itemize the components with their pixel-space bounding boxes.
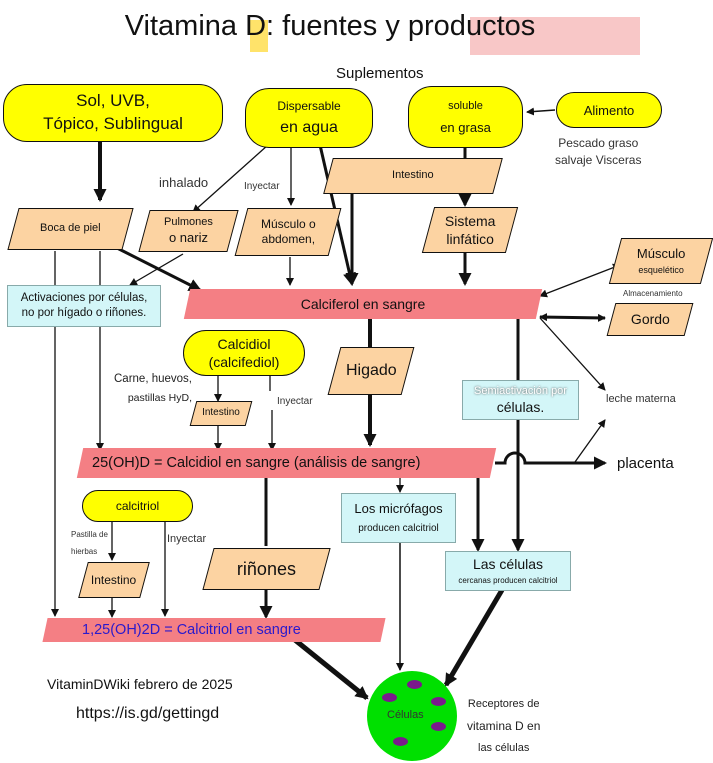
cell-activation-box: Activaciones por células, no por hígado … — [7, 285, 161, 327]
lungs-label: Pulmones o nariz — [164, 216, 213, 246]
kidneys-box: riñones — [202, 548, 331, 590]
oval-line: Dispersable — [277, 99, 341, 113]
macrophages-line: producen calcitriol — [358, 522, 439, 534]
oval-line: Alimento — [583, 102, 635, 118]
calcidiol-inject-label: Inyectar — [277, 396, 313, 407]
breast-milk-label: leche materna — [606, 393, 676, 405]
kidneys-label: riñones — [236, 558, 297, 579]
receptor-dot — [382, 693, 397, 702]
receptor-dot — [431, 722, 446, 731]
skin-label: Boca de piel — [40, 222, 101, 235]
cell-activation-line: no por hígado o riñones. — [21, 307, 147, 319]
lymph-line: Sistema — [444, 212, 496, 229]
muscle-label: Músculo o abdomen, — [261, 217, 316, 247]
intestine-top: Intestino — [323, 158, 503, 194]
skin-mouth-box: Boca de piel — [7, 208, 134, 250]
lungs-line: o nariz — [168, 229, 208, 245]
food-note: Pescado graso salvaje Visceras — [555, 135, 641, 170]
foods-line: pastillas HyD, — [127, 391, 192, 404]
credit-text: VitaminDWiki febrero de 2025 — [47, 676, 233, 692]
pill-line: Pastilla de — [71, 530, 108, 539]
sun-topical-sublingual-oval: Sol, UVB, Tópico, Sublingual — [3, 84, 223, 142]
semi-activation-box: Semiactivación por células. — [462, 380, 579, 420]
nearby-line: cercanas producen calcitriol — [458, 576, 558, 586]
supplements-label: Suplementos — [336, 65, 424, 82]
calciferol-label: Calciferol en sangre — [300, 296, 426, 312]
oval-line: Calcidiol — [217, 335, 271, 352]
oval-line: Sol, UVB, — [76, 91, 150, 111]
receptors-line: vitamina D en — [467, 718, 541, 733]
calcidiol-label: 25(OH)D = Calcidiol en sangre (análisis … — [92, 455, 421, 471]
title-highlight — [250, 20, 268, 52]
fat-soluble-oval: soluble en grasa — [408, 86, 523, 148]
pill-line: hierbas — [71, 546, 98, 556]
receptor-dot — [393, 737, 408, 746]
lungs-nose-box: Pulmones o nariz — [138, 210, 239, 252]
food-note-line: salvaje Visceras — [555, 153, 642, 168]
placenta-label: placenta — [617, 455, 674, 472]
macrophages-line: Los micrófagos — [354, 501, 443, 517]
lymph-label: Sistema linfático — [445, 213, 496, 248]
title-highlight — [470, 17, 640, 55]
inhaled-label: inhalado — [159, 175, 209, 190]
calcidiol-intestine: Intestino — [189, 401, 253, 426]
calcidiol-foods: Carne, huevos, pastillas HyD, — [114, 370, 192, 407]
skeletal-line: Músculo — [636, 245, 686, 261]
liver-box: Higado — [327, 347, 415, 395]
receptors-note: Receptores de vitamina D en las células — [467, 694, 540, 759]
oval-line: (calcifediol) — [208, 354, 280, 370]
intestine-label: Intestino — [392, 169, 434, 182]
nearby-line: Las células — [472, 556, 544, 573]
semi-line: Semiactivación por — [474, 384, 567, 397]
skeletal-line: esquelético — [638, 265, 684, 275]
inject-label: Inyectar — [244, 181, 280, 192]
receptor-dot — [431, 697, 446, 706]
receptors-line: las células — [478, 741, 530, 754]
skeletal-muscle-box: Músculo esquelético — [608, 238, 713, 284]
calcitriol-intestine: Intestino — [78, 562, 150, 598]
calcitriol-oval: calcitriol — [82, 490, 193, 522]
skeletal-muscle-label: Músculo esquelético — [637, 246, 685, 277]
page-title: Vitamina D: fuentes y productos — [124, 10, 536, 42]
calcidiol-oval: Calcidiol (calcifediol) — [183, 330, 305, 376]
calcitriol-inject-label: Inyectar — [167, 533, 207, 545]
lymph-line: linfático — [446, 230, 494, 246]
cells-label: Células — [387, 709, 424, 721]
dispersable-water-oval: Dispersable en agua — [245, 88, 373, 148]
nearby-cells-box: Las células cercanas producen calcitriol — [445, 551, 571, 591]
oval-line: en agua — [280, 119, 338, 136]
oval-line: calcitriol — [115, 499, 160, 513]
oval-line: en grasa — [440, 119, 491, 135]
herbal-pill-label: Pastilla de hierbas — [71, 527, 108, 561]
lungs-line: Pulmones — [164, 216, 213, 228]
fat-box: Gordo — [606, 303, 694, 336]
liver-label: Higado — [345, 362, 397, 379]
receptor-dot — [407, 680, 422, 689]
intestine-label: Intestino — [202, 407, 240, 419]
food-oval: Alimento — [556, 92, 662, 128]
fat-label: Gordo — [630, 310, 670, 327]
muscle-line: abdomen, — [261, 232, 315, 246]
muscle-abdomen-box: Músculo o abdomen, — [234, 208, 342, 256]
macrophages-box: Los micrófagos producen calcitriol — [341, 493, 456, 543]
oval-line: Tópico, Sublingual — [43, 114, 183, 133]
foods-line: Carne, huevos, — [114, 373, 192, 385]
calcitriol-label: 1,25(OH)2D = Calcitriol en sangre — [82, 622, 301, 638]
cell-activation-line: Activaciones por células, — [20, 292, 148, 305]
intestine-label: Intestino — [91, 572, 137, 587]
oval-line: soluble — [448, 99, 483, 112]
receptors-line: Receptores de — [467, 698, 540, 710]
storage-label: Almacenamiento — [623, 289, 683, 298]
food-note-line: Pescado graso — [558, 136, 639, 150]
lymphatic-box: Sistema linfático — [421, 207, 519, 253]
source-url[interactable]: https://is.gd/gettingd — [76, 705, 220, 722]
semi-line: células. — [496, 399, 545, 416]
muscle-line: Músculo o — [260, 217, 316, 231]
